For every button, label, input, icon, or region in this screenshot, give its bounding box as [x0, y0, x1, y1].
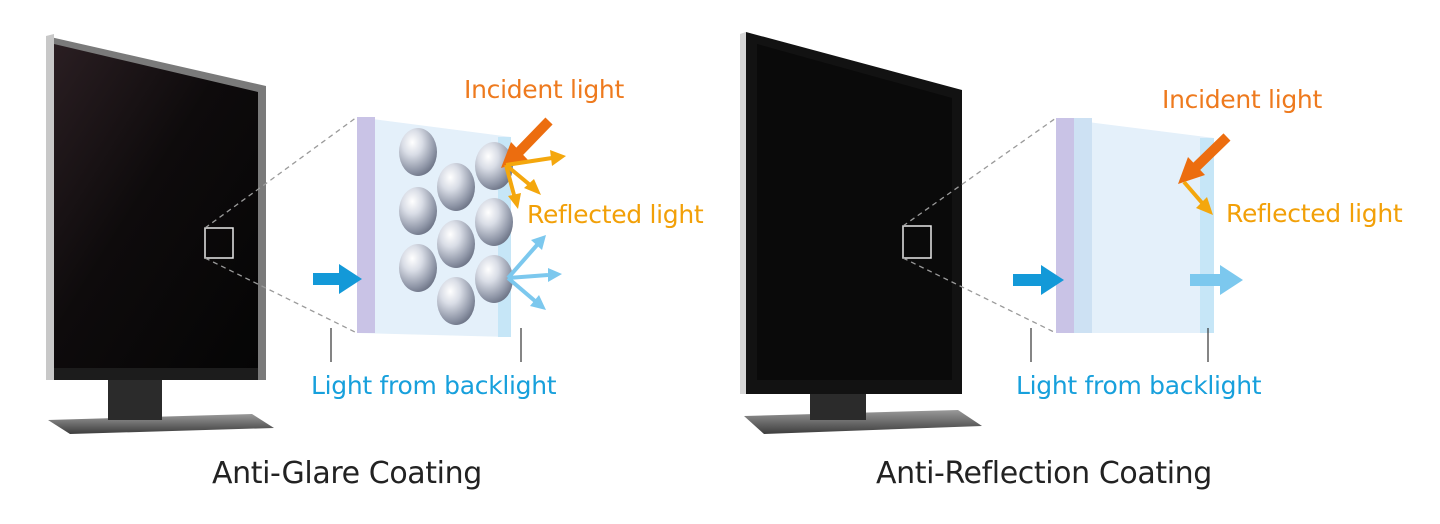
monitor-screen — [757, 44, 952, 380]
anti-reflection-caption: Anti-Reflection Coating — [876, 456, 1212, 491]
incident-light-label: Incident light — [1162, 85, 1322, 114]
coating-panel — [357, 117, 511, 337]
anti-glare-coating-layer — [357, 117, 513, 337]
monitor-stand-neck — [108, 378, 162, 420]
bump — [475, 198, 513, 246]
zoom-region-marker — [204, 227, 234, 259]
zoom-guide-bottom — [204, 257, 358, 334]
coating-panel — [1056, 118, 1214, 333]
bump — [475, 142, 513, 190]
zoom-guide-bottom — [902, 257, 1057, 334]
anti-reflection-monitor — [740, 32, 982, 434]
monitor-side — [46, 34, 54, 380]
backlight-label: Light from backlight — [1016, 371, 1262, 400]
zoom-guide-top — [204, 116, 358, 229]
zoom-guide-top — [902, 117, 1057, 227]
incident-light-arrow — [1178, 133, 1231, 184]
bump — [399, 128, 437, 176]
monitor-stand-base — [48, 414, 274, 434]
scattered-backlight-arrows — [506, 235, 562, 310]
transmitted-backlight-arrow — [1190, 265, 1243, 295]
backlight-arrow — [1013, 265, 1064, 295]
reflected-light-label: Reflected light — [1226, 199, 1403, 228]
anti-glare-monitor — [46, 34, 274, 434]
monitor-screen — [54, 44, 258, 368]
reflected-light-arrows — [504, 150, 566, 209]
zoom-region-marker — [902, 225, 932, 259]
backlight-arrow — [313, 264, 362, 294]
monitor-side — [740, 32, 746, 394]
backlight-filter-layer — [357, 117, 375, 333]
bump — [399, 244, 437, 292]
bump — [437, 277, 475, 325]
anti-reflection-coating-layer — [1056, 118, 1214, 333]
backlight-filter-layer — [1056, 118, 1074, 333]
diffusion-bumps — [399, 128, 513, 325]
anti-reflection-panel — [740, 32, 1243, 434]
bump — [437, 163, 475, 211]
monitor-stand-base — [744, 410, 982, 434]
anti-glare-panel — [46, 34, 566, 434]
bump — [399, 187, 437, 235]
backlight-label: Light from backlight — [311, 371, 557, 400]
reflected-light-label: Reflected light — [527, 200, 704, 229]
reflected-light-arrow — [1182, 180, 1213, 215]
glass-layer — [1074, 118, 1092, 333]
monitor-bottom-bezel — [54, 368, 258, 380]
bump — [437, 220, 475, 268]
bump — [475, 255, 513, 303]
incident-light-label: Incident light — [464, 75, 624, 104]
anti-glare-caption: Anti-Glare Coating — [212, 456, 482, 491]
